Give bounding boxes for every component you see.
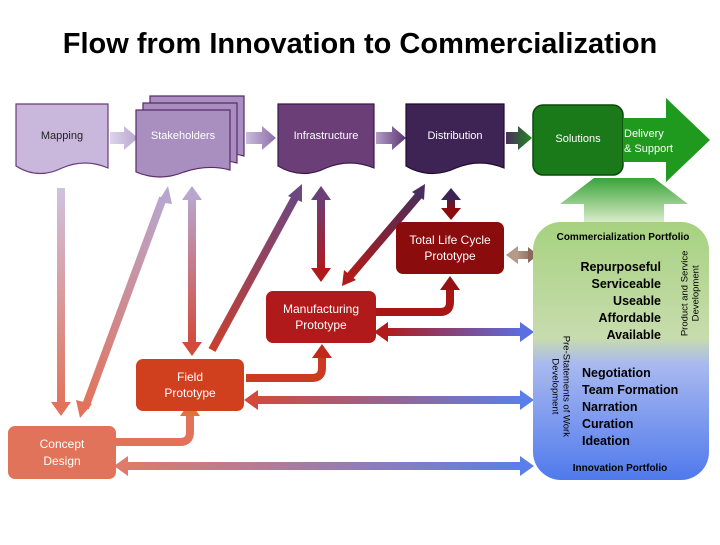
concept-box-shape [8, 426, 116, 479]
portfolio-panel-shape [533, 222, 709, 480]
stakeholders-stack-shape [135, 95, 245, 178]
total-lifecycle-line2: Prototype [424, 249, 476, 263]
product-service-line2: Development [691, 265, 702, 322]
field-label: Field Prototype [136, 359, 244, 411]
innovation-item: Narration [582, 400, 638, 414]
field-line1: Field [176, 369, 203, 384]
product-service-line1: Product and Service [679, 250, 691, 337]
commercial-item: Useable [613, 294, 661, 308]
infrastructure-label: Infrastructure [293, 130, 359, 142]
arrow-infrastructure-to-distribution [376, 126, 406, 150]
arrow-distribution-total [441, 188, 461, 220]
arrow-mapping-to-stakeholders [110, 126, 138, 150]
distribution-document-shape [405, 103, 505, 175]
delivery-arrow-shape [623, 98, 710, 182]
distribution-label: Distribution [427, 130, 483, 142]
arrow-manufacturing-to-total [376, 276, 460, 316]
arrow-infrastructure-field [208, 184, 302, 352]
mapping-label: Mapping [40, 130, 84, 142]
stakeholders-label: Stakeholders [150, 130, 216, 142]
arrow-concept-to-innovation [114, 456, 534, 476]
field-line2: Prototype [164, 386, 216, 400]
concept-line2: Design [43, 453, 81, 468]
delivery-label-line2: & Support [624, 142, 673, 155]
pre-statements-development-label: Pre-Statements of Work Development [549, 331, 572, 441]
arrow-distribution-to-solutions [506, 126, 532, 150]
total-lifecycle-line1: Total Life Cycle [409, 232, 491, 247]
commercial-item: Affordable [598, 311, 662, 325]
innovation-item: Negotiation [582, 366, 651, 380]
pre-statements-line2: Development [549, 358, 560, 415]
pre-statements-line1: Pre-Statements of Work [560, 335, 572, 437]
manufacturing-line1: Manufacturing [282, 301, 360, 316]
arrow-stakeholders-field [182, 186, 202, 356]
concept-line1: Concept [39, 437, 85, 452]
manufacturing-box-shape [266, 291, 376, 343]
commercial-item: Serviceable [591, 277, 662, 291]
arrow-distribution-manufacturing [342, 184, 425, 286]
commercial-item: Repurposeful [580, 260, 661, 274]
arrow-infrastructure-manufacturing [311, 186, 331, 282]
diagram-title: Flow from Innovation to Commercializatio… [62, 28, 658, 60]
arrow-field-to-portfolio [244, 390, 534, 410]
innovation-portfolio-title: Innovation Portfolio [572, 463, 668, 474]
commercial-item: Available [606, 328, 661, 342]
concept-label: Concept Design [8, 426, 116, 479]
field-box-shape [136, 359, 244, 411]
solutions-label: Solutions [555, 133, 601, 145]
manufacturing-label: Manufacturing Prototype [266, 291, 376, 343]
innovation-item: Team Formation [582, 383, 679, 397]
arrow-manufacturing-to-portfolio [374, 322, 534, 342]
product-service-development-label: Product and Service Development [680, 243, 703, 343]
delivery-label-line1: Delivery [624, 128, 664, 140]
arrow-portfolio-to-solutions [560, 178, 688, 222]
infrastructure-document-shape [277, 103, 375, 175]
arrow-stakeholders-to-infrastructure [246, 126, 276, 150]
arrow-stakeholders-concept [76, 186, 172, 418]
commercialization-portfolio-title: Commercialization Portfolio [556, 232, 690, 243]
arrow-mapping-to-concept [51, 188, 71, 416]
innovation-item: Curation [582, 417, 634, 431]
innovation-item: Ideation [582, 434, 630, 448]
mapping-document-shape [15, 103, 109, 175]
total-lifecycle-label: Total Life Cycle Prototype [396, 222, 504, 274]
arrow-field-to-manufacturing [246, 344, 332, 382]
total-lifecycle-box-shape [396, 222, 504, 274]
delivery-label: Delivery & Support [624, 127, 684, 157]
manufacturing-line2: Prototype [295, 318, 347, 332]
